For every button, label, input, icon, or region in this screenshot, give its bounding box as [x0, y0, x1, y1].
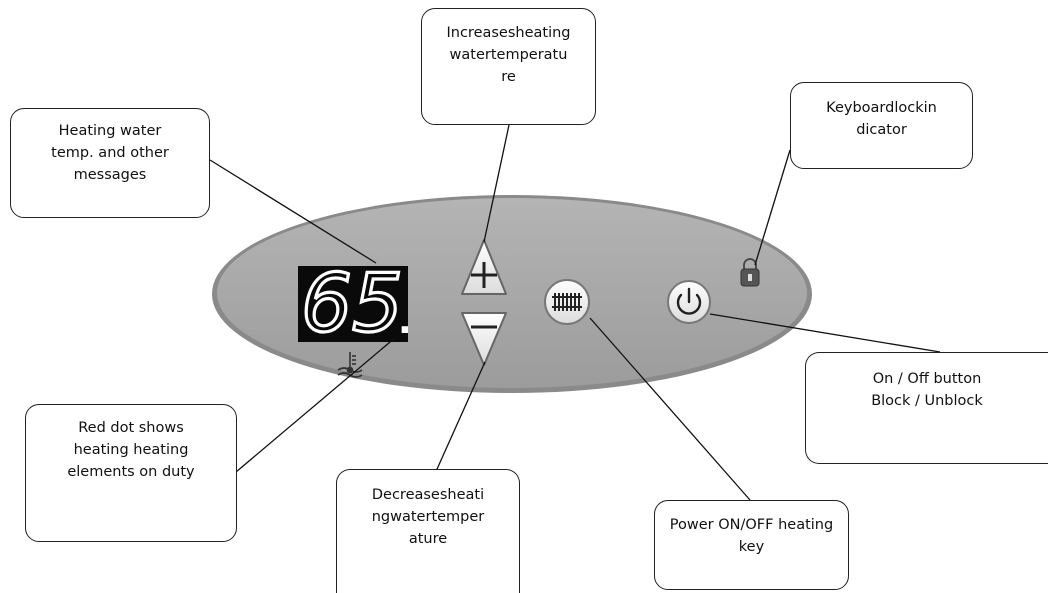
radiator-icon [552, 293, 582, 311]
padlock-icon [740, 258, 760, 287]
on-off-button[interactable] [667, 280, 711, 324]
control-panel [212, 195, 812, 393]
callout-power-heating: Power ON/OFF heating key [654, 500, 849, 590]
led-display: 65 . [298, 255, 412, 352]
callout-on-off: On / Off button Block / Unblock [805, 352, 1048, 464]
plus-icon [471, 262, 497, 288]
callout-increase-temp: Increasesheating watertemperatu re [421, 8, 596, 125]
callout-heating-temp: Heating water temp. and other messages [10, 108, 210, 218]
increase-temp-button[interactable] [461, 239, 507, 295]
callout-keyboard-lock: Keyboardlockin dicator [790, 82, 973, 169]
callout-red-dot: Red dot shows heating heating elements o… [25, 404, 237, 542]
power-icon [676, 287, 702, 315]
display-digits: 65 [301, 257, 403, 350]
callout-decrease-temp: Decreasesheati ngwatertemper ature [336, 469, 520, 593]
decrease-temp-button[interactable] [461, 312, 507, 366]
leader-lines [209, 124, 941, 501]
thermometer-icon [337, 352, 363, 378]
display-dot: . [398, 301, 412, 342]
heating-power-button[interactable] [544, 279, 590, 325]
